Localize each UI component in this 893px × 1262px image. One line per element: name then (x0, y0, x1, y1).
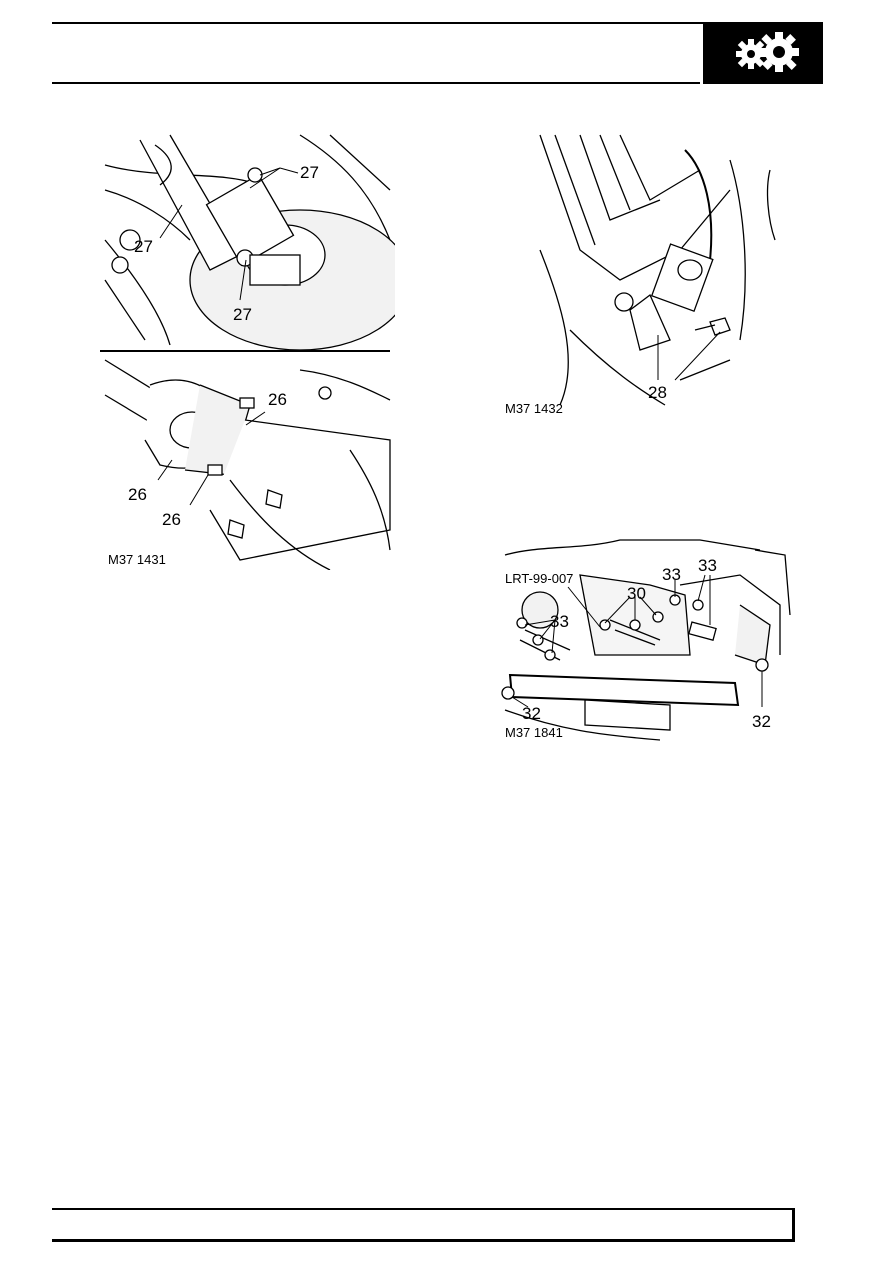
callout-33-b: 33 (698, 556, 717, 575)
callout-32-b: 32 (752, 712, 771, 731)
callout-27-b: 27 (134, 237, 153, 256)
callout-33-a: 33 (662, 565, 681, 584)
callout-33-c: 33 (550, 612, 569, 631)
figure-propshaft: 27 27 27 26 26 26 M37 1431 (100, 130, 395, 570)
callout-leaders-top (159, 167, 299, 301)
illustration-bottom-panel (104, 359, 391, 570)
header-bottom-rule (52, 82, 700, 84)
callout-26-c: 26 (162, 510, 181, 529)
figure-caption-1432: M37 1432 (505, 401, 563, 416)
figure-caption-1431: M37 1431 (108, 552, 166, 567)
illustration-top-panel (104, 134, 395, 351)
figure-sensor: 28 M37 1432 (500, 130, 790, 420)
figure-crossmember: 33 33 33 30 32 32 LRT-99-007 M37 1841 (500, 535, 795, 745)
figure-caption-1841: M37 1841 (505, 725, 563, 740)
header-top-rule (52, 22, 822, 24)
gears-icon (736, 32, 799, 72)
callout-30: 30 (627, 584, 646, 603)
callout-27-c: 27 (233, 305, 252, 324)
illustration-crossmember (501, 539, 791, 741)
page-footer (52, 1208, 795, 1242)
callout-26-b: 26 (128, 485, 147, 504)
callout-27-a: 27 (300, 163, 319, 182)
callout-26-a: 26 (268, 390, 287, 409)
callout-28: 28 (648, 383, 667, 402)
illustration-sensor (539, 134, 776, 406)
callout-leaders-bottom (157, 411, 266, 506)
callout-leaders-sensor (657, 331, 721, 381)
callout-32-a: 32 (522, 704, 541, 723)
callout-leaders-crossmember (511, 574, 763, 708)
section-badge (703, 22, 823, 84)
tool-label-lrt-99-007: LRT-99-007 (505, 571, 573, 586)
